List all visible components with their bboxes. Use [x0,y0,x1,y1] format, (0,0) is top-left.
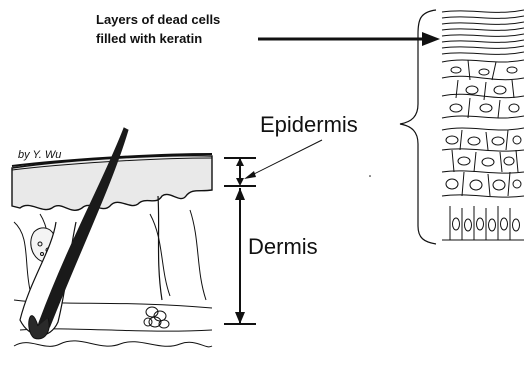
epidermis-pointer-arrowhead [244,171,256,179]
credit-label: by Y. Wu [18,149,61,161]
epidermis-label: Epidermis [260,112,358,137]
keratin-label-line2: filled with keratin [96,31,202,46]
sweat-gland-coil [144,307,169,328]
epidermis-pointer-line [250,140,322,176]
keratin-label-line1: Layers of dead cells [96,12,220,27]
epidermis-curly-brace [400,10,436,244]
epidermis-magnified-illustration [440,8,524,244]
dermis-label: Dermis [248,234,318,259]
keratin-arrowhead [422,32,440,46]
